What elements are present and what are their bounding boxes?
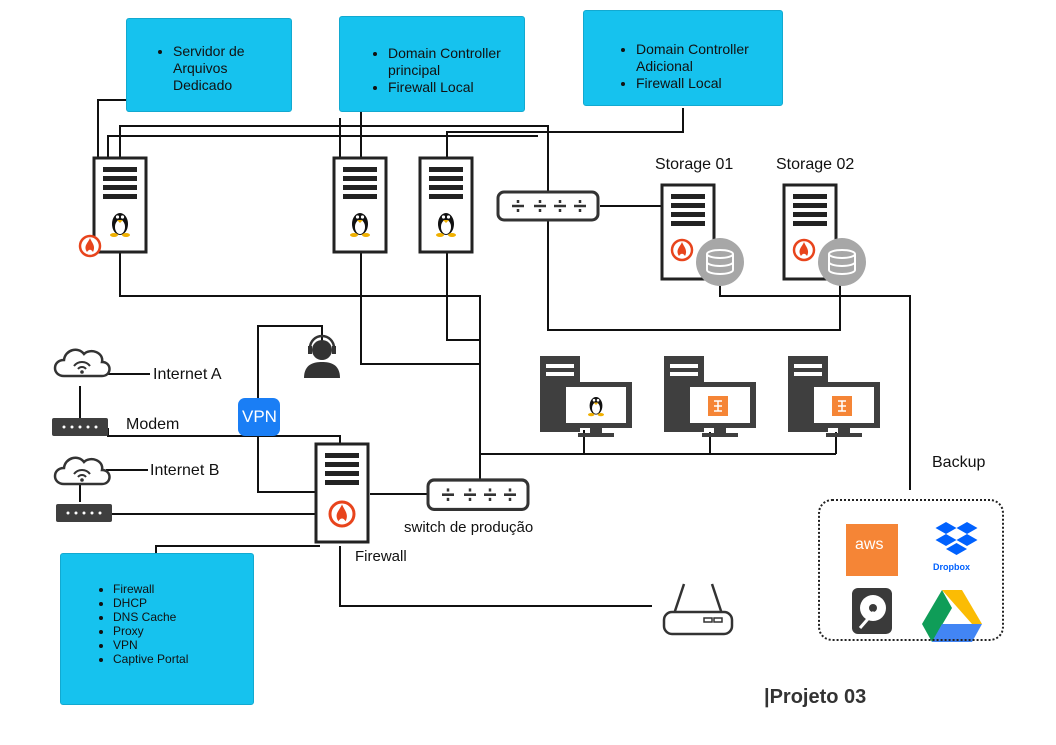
firewall-label: Firewall [355,548,407,565]
file-server-note: Servidor de Arquivos Dedicado [126,18,292,112]
dc-primary-note-line-2: Firewall Local [388,79,518,96]
headset-user-icon [304,334,340,378]
dropbox-icon [935,522,978,555]
internet-a-label: Internet A [153,366,222,383]
project-title: |Projeto 03 [764,686,867,708]
dc-primary-note-line-1: Domain Controller principal [388,45,518,79]
production-switch [426,478,530,511]
cloud-wifi-icon [53,456,111,486]
modem-device [52,418,108,436]
hard-drive-icon [852,588,892,634]
google-drive-icon [922,590,982,642]
windows-icon [708,396,728,416]
dc-additional-note-line-1: Domain Controller Adicional [636,41,776,75]
database-disk-icon [817,237,867,287]
firewall-services-note: Firewall DHCP DNS Cache Proxy VPN Captiv… [60,553,254,705]
backup-label: Backup [932,454,986,471]
domain-controller-additional-tower [418,156,474,254]
firewall-flame-icon [670,238,694,262]
wireless-router-icon [662,583,734,636]
storage-01-label: Storage 01 [655,156,734,173]
switch-production-label: switch de produção [404,519,534,536]
aws-label: aws [855,536,884,553]
file-server-note-text: Servidor de Arquivos Dedicado [173,43,281,94]
storage-02-label: Storage 02 [776,156,855,173]
dropbox-label: Dropbox [933,562,970,572]
firewall-flame-icon [792,238,816,262]
domain-controller-additional-note: Domain Controller Adicional Firewall Loc… [583,10,783,106]
domain-controller-primary-tower [332,156,388,254]
firewall-service-item: Proxy [113,624,247,638]
backup-providers-box [818,499,1004,641]
modem-device [56,504,112,522]
firewall-service-item: Firewall [113,582,247,596]
vpn-label: VPN [242,407,277,426]
dc-additional-note-line-2: Firewall Local [636,75,776,92]
firewall-service-item: DNS Cache [113,610,247,624]
firewall-flame-icon [78,234,102,258]
core-switch [496,190,600,222]
domain-controller-primary-note: Domain Controller principal Firewall Loc… [339,16,525,112]
firewall-service-item: Captive Portal [113,652,247,666]
file-server-tower [92,156,148,254]
internet-b-label: Internet B [150,462,220,479]
database-disk-icon [695,237,745,287]
workstation-linux [540,356,632,437]
vpn-badge [238,398,280,436]
workstation-windows-2 [788,356,880,437]
windows-icon [832,396,852,416]
aws-icon [846,524,898,576]
firewall-service-item: VPN [113,638,247,652]
firewall-server-tower [314,442,370,544]
firewall-service-item: DHCP [113,596,247,610]
modem-label: Modem [126,416,180,433]
cloud-wifi-icon [53,348,111,378]
workstation-windows-1 [664,356,756,437]
